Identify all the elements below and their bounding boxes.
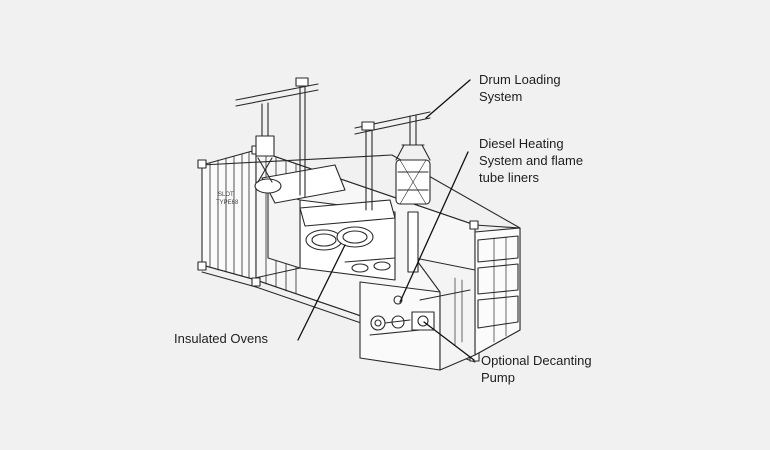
leader-lines xyxy=(297,79,475,361)
oven-compartment xyxy=(254,164,396,281)
drum-loading-gantry xyxy=(235,77,431,211)
label-insulated-ovens: Insulated Ovens xyxy=(174,331,268,346)
label-optional-decanting-pump: Optional Decanting Pump xyxy=(481,353,592,385)
equipment-bay xyxy=(359,211,476,371)
leader-insulated-ovens xyxy=(297,244,346,341)
leader-decanting-pump xyxy=(423,321,475,361)
label-diesel-heating-system: Diesel Heating System and flame tube lin… xyxy=(479,136,584,185)
container-marking: SLOT TYPE68 xyxy=(216,192,239,206)
wall-corrugation xyxy=(209,151,297,295)
leader-drum-loading xyxy=(425,79,471,119)
marking-line-2: TYPE68 xyxy=(216,200,239,206)
marking-line-1: SLOT xyxy=(218,192,234,198)
side-door-panels xyxy=(474,227,521,356)
leader-diesel-heating xyxy=(399,151,469,303)
label-drum-loading-system: Drum Loading System xyxy=(479,72,561,104)
